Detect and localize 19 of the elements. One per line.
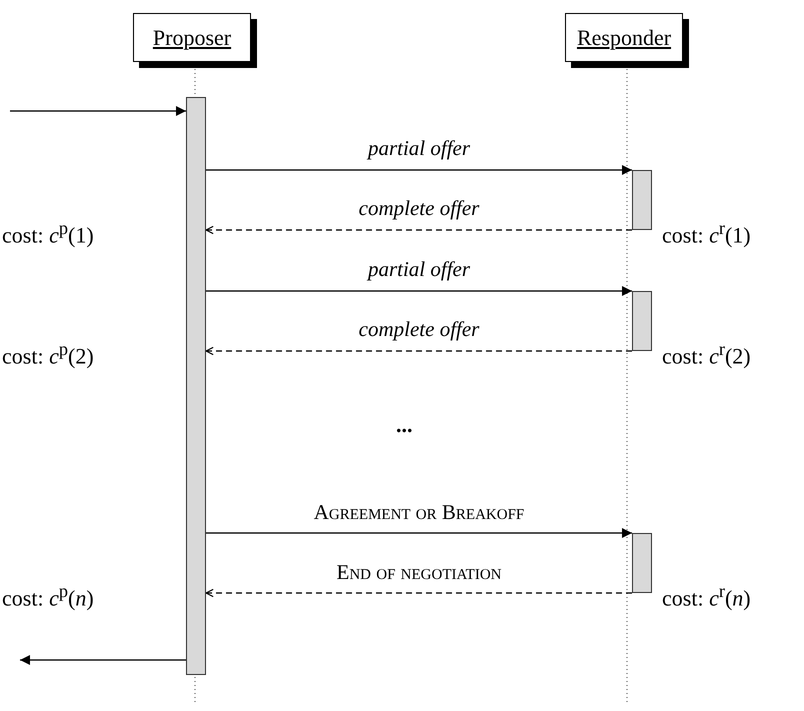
arrow: [20, 655, 186, 665]
cost-label: cost: c$^{r}$(n): [662, 581, 751, 612]
arrow: [205, 226, 632, 234]
cost-label: cost: c$^{p}$(1): [2, 218, 94, 248]
arrow: [10, 106, 186, 116]
cost-label: cost: c$^{p}$(2): [2, 339, 94, 370]
ellipsis: ...: [396, 412, 412, 438]
arrow: [205, 588, 632, 598]
arrow: [206, 528, 632, 538]
arrow: [206, 286, 632, 296]
activation-bar: [632, 533, 652, 593]
cost-label: cost: c$^{p}$(n): [2, 581, 94, 612]
activation-bar: [632, 291, 652, 351]
activation-bar: [186, 97, 206, 675]
arrow: [206, 165, 632, 175]
arrow: [205, 346, 632, 356]
activation-bar: [632, 170, 652, 230]
cost-label: cost: c$^{r}$(1): [662, 218, 751, 248]
cost-label: cost: c$^{r}$(2): [662, 339, 751, 370]
